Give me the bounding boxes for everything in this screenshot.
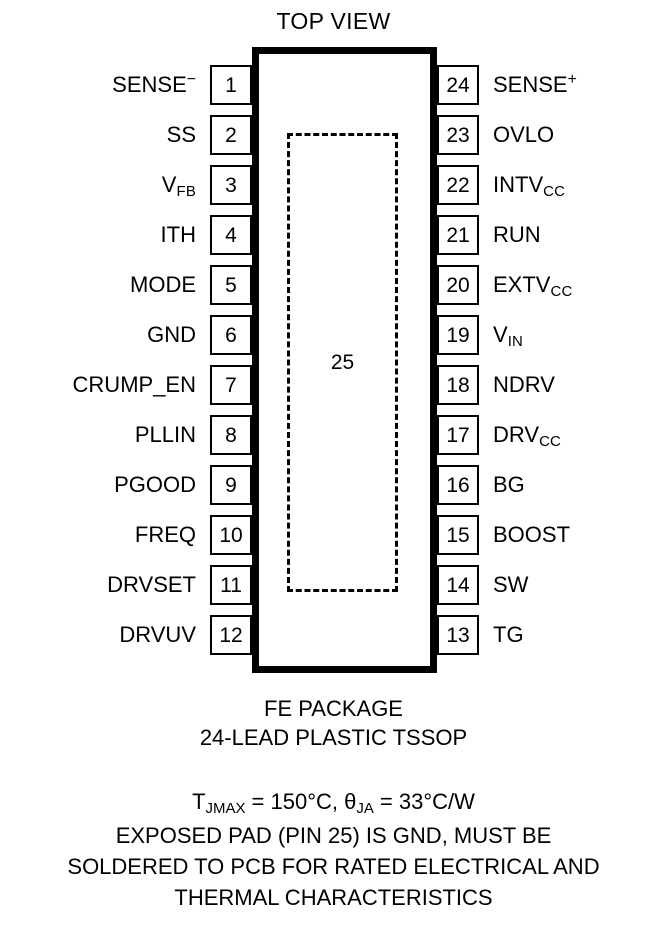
pin-label-19: VIN	[493, 322, 524, 350]
pin-label-5: MODE	[130, 272, 196, 297]
pin-number-15: 15	[437, 515, 479, 555]
pin-row: FREQ 10	[0, 515, 252, 555]
pin-row: GND 6	[0, 315, 252, 355]
thermal-caption: TJMAX = 150°C, θJA = 33°C/W EXPOSED PAD (…	[0, 786, 667, 913]
pin-number-20: 20	[437, 265, 479, 305]
pin-number-3: 3	[210, 165, 252, 205]
pin-row: 23 OVLO	[437, 115, 667, 155]
pin-row: 22 INTVCC	[437, 165, 667, 205]
pin-row: 20 EXTVCC	[437, 265, 667, 305]
pin-label-14: SW	[493, 572, 529, 597]
pin-row: ITH 4	[0, 215, 252, 255]
pin-row: 13 TG	[437, 615, 667, 655]
pin-number-12: 12	[210, 615, 252, 655]
pin-row: 21 RUN	[437, 215, 667, 255]
pin-row: VFB 3	[0, 165, 252, 205]
pin-label-10: FREQ	[134, 522, 196, 547]
pin-number-8: 8	[210, 415, 252, 455]
package-caption: FE PACKAGE 24-LEAD PLASTIC TSSOP	[0, 694, 667, 752]
pin-number-22: 22	[437, 165, 479, 205]
pin-row: 14 SW	[437, 565, 667, 605]
pin-label-8: PLLIN	[134, 422, 196, 447]
pin-row: 18 NDRV	[437, 365, 667, 405]
pin-number-4: 4	[210, 215, 252, 255]
pin-label-1: SENSE−	[112, 71, 196, 97]
pin-label-18: NDRV	[493, 372, 555, 397]
exposed-pad-number: 25	[330, 350, 355, 374]
pin-row: PGOOD 9	[0, 465, 252, 505]
pin-label-7: CRUMP_EN	[72, 372, 196, 397]
pin-number-1: 1	[210, 65, 252, 105]
pin-number-7: 7	[210, 365, 252, 405]
pin-number-19: 19	[437, 315, 479, 355]
pin-row: SENSE− 1	[0, 65, 252, 105]
pin-label-16: BG	[493, 472, 525, 497]
thermal-line-1: TJMAX = 150°C, θJA = 33°C/W	[192, 789, 475, 817]
exposed-pad-outline: 25	[287, 133, 398, 592]
pin-label-9: PGOOD	[114, 472, 196, 497]
package-lead-count: 24-LEAD PLASTIC TSSOP	[199, 725, 468, 750]
pin-row: 24 SENSE+	[437, 65, 667, 105]
pin-label-2: SS	[166, 122, 196, 147]
pin-number-5: 5	[210, 265, 252, 305]
pin-label-12: DRVUV	[119, 622, 196, 647]
pin-label-22: INTVCC	[493, 172, 566, 200]
pin-label-24: SENSE+	[493, 71, 577, 97]
pin-number-14: 14	[437, 565, 479, 605]
pin-number-2: 2	[210, 115, 252, 155]
pin-row: 19 VIN	[437, 315, 667, 355]
pin-number-13: 13	[437, 615, 479, 655]
pin-row: 17 DRVCC	[437, 415, 667, 455]
pin-label-20: EXTVCC	[493, 272, 573, 300]
pin-number-18: 18	[437, 365, 479, 405]
pin-label-17: DRVCC	[493, 422, 562, 450]
thermal-line-2: EXPOSED PAD (PIN 25) IS GND, MUST BE	[115, 823, 552, 848]
pin-label-3: VFB	[161, 172, 196, 200]
pin-row: DRVUV 12	[0, 615, 252, 655]
package-name: FE PACKAGE	[264, 696, 403, 721]
thermal-line-3: SOLDERED TO PCB FOR RATED ELECTRICAL AND	[67, 854, 600, 879]
pin-row: 16 BG	[437, 465, 667, 505]
pin-row: DRVSET 11	[0, 565, 252, 605]
pin-label-6: GND	[147, 322, 196, 347]
pin-row: 15 BOOST	[437, 515, 667, 555]
pin-number-11: 11	[210, 565, 252, 605]
ic-package-body	[252, 47, 437, 673]
pin-number-10: 10	[210, 515, 252, 555]
pin-label-23: OVLO	[493, 122, 555, 147]
pin-label-11: DRVSET	[107, 572, 196, 597]
pin-number-17: 17	[437, 415, 479, 455]
pin-number-16: 16	[437, 465, 479, 505]
pin-label-21: RUN	[493, 222, 541, 247]
pin-number-24: 24	[437, 65, 479, 105]
pin-label-13: TG	[493, 622, 524, 647]
pin-number-9: 9	[210, 465, 252, 505]
top-view-title: TOP VIEW	[276, 8, 391, 34]
pin-number-6: 6	[210, 315, 252, 355]
pin-row: SS 2	[0, 115, 252, 155]
pin-row: CRUMP_EN 7	[0, 365, 252, 405]
pin-label-15: BOOST	[493, 522, 571, 547]
pin-row: MODE 5	[0, 265, 252, 305]
pin-number-23: 23	[437, 115, 479, 155]
pin-label-4: ITH	[160, 222, 196, 247]
thermal-line-4: THERMAL CHARACTERISTICS	[174, 885, 493, 910]
pin-number-21: 21	[437, 215, 479, 255]
pin-row: PLLIN 8	[0, 415, 252, 455]
